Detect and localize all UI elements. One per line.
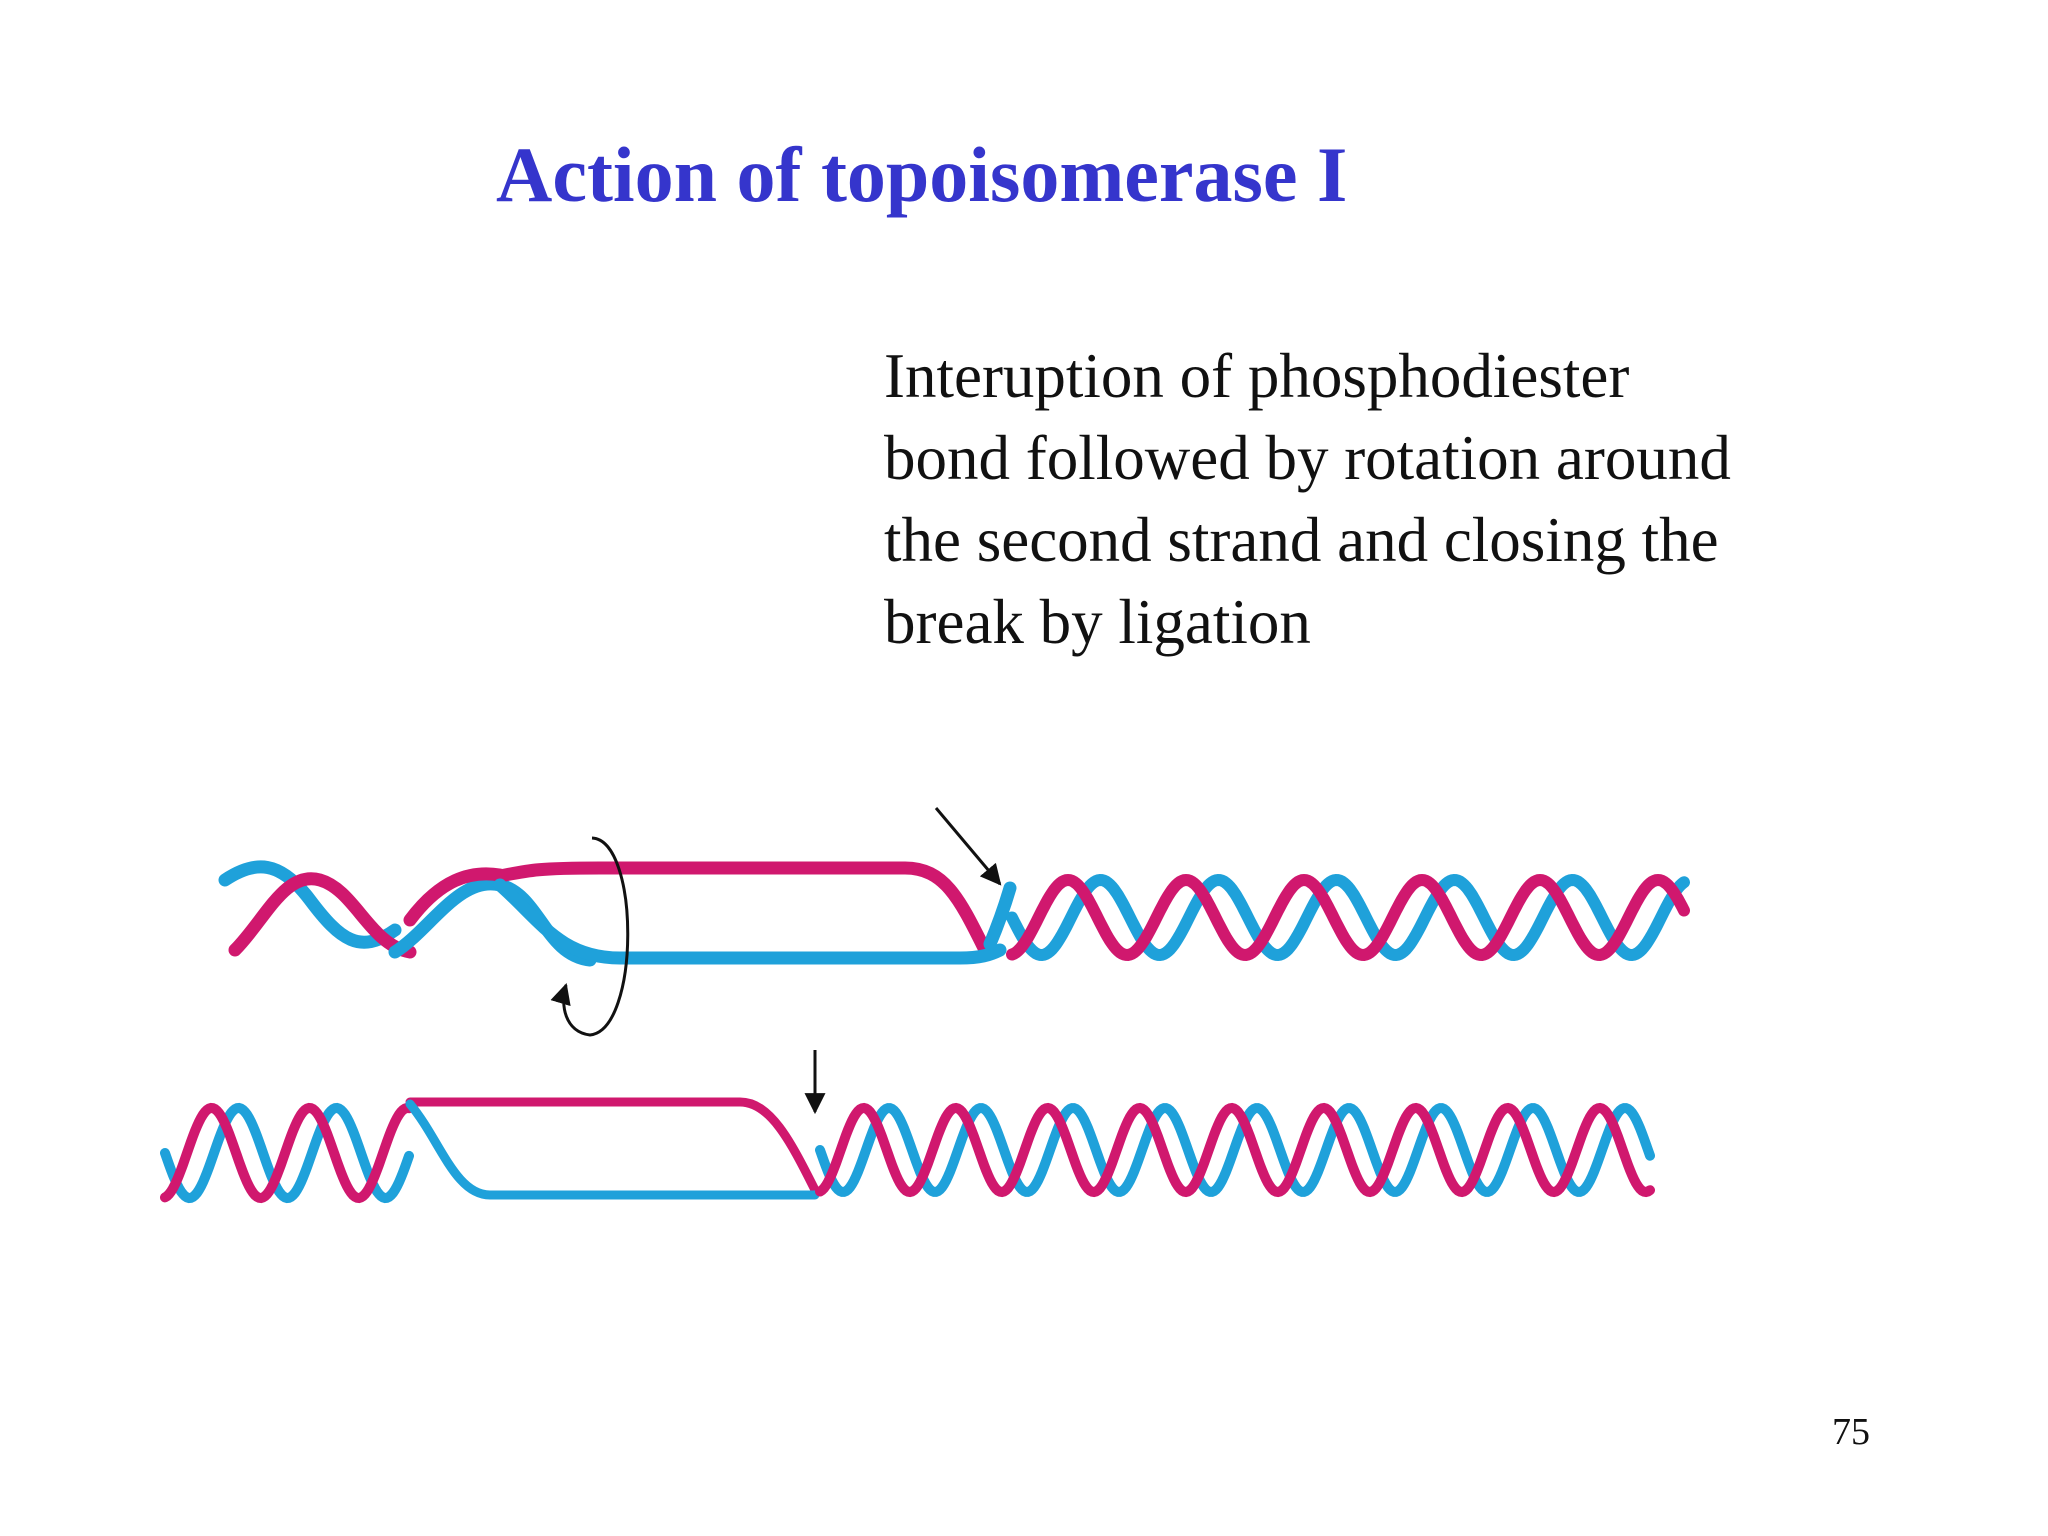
helix-bottom-left-twists	[160, 1102, 414, 1204]
slide-title: Action of topoisomerase I	[496, 131, 1348, 218]
description-line-1: Interuption of phosphodiester	[884, 341, 1630, 411]
description-line-4: break by ligation	[884, 587, 1311, 657]
description-text: Interuption of phosphodiester bond follo…	[884, 335, 1984, 663]
strand-magenta-twist	[160, 1102, 414, 1204]
strand-cyan-twist	[1006, 873, 1690, 962]
strand-magenta-twist	[1006, 873, 1690, 962]
helix-top-right-twists	[1006, 873, 1690, 962]
description-line-2: bond followed by rotation around	[884, 423, 1731, 493]
strand-cyan-twist	[160, 1102, 414, 1204]
strand-magenta-left-b	[403, 867, 507, 927]
strand-cyan-open-bottom	[405, 1099, 820, 1200]
strand-magenta-left-a	[228, 872, 417, 959]
strand-cyan-left-a	[218, 860, 402, 949]
dna-helix-bottom	[160, 1050, 1655, 1204]
helix-bottom-right-twists	[815, 1102, 1655, 1198]
page-number: 75	[1832, 1411, 1870, 1453]
rotation-arrow	[550, 836, 630, 1037]
strand-cyan-twist	[815, 1103, 1655, 1197]
dna-helix-top	[218, 807, 1690, 1037]
strand-cyan-open-top	[493, 878, 1007, 965]
description-line-3: the second strand and closing the	[884, 505, 1719, 575]
strand-magenta-open-bottom	[405, 1097, 820, 1195]
curved-arrow-icon	[550, 836, 630, 1037]
strand-cyan-nick-end	[983, 881, 1017, 951]
strand-magenta-open-top	[493, 861, 992, 957]
arrow-down-icon	[934, 807, 1002, 886]
strand-magenta-twist	[815, 1102, 1655, 1198]
